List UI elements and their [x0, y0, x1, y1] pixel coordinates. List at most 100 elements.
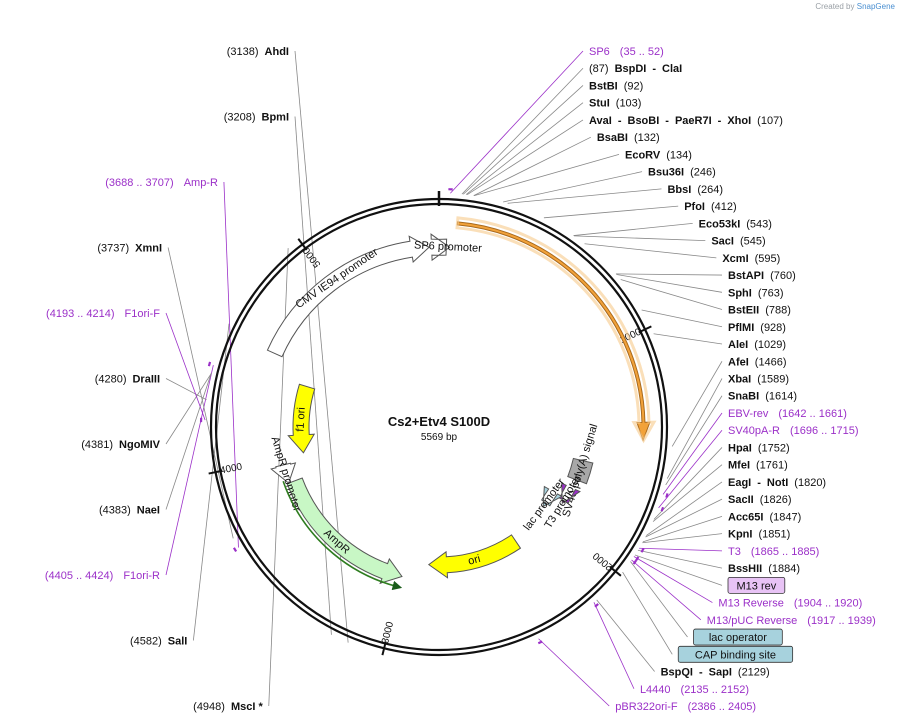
- primer-site-t3: [640, 547, 645, 553]
- enzyme-label-stui: StuI(103): [589, 98, 641, 110]
- enzyme-position: (92): [624, 80, 644, 92]
- primer-name: SP6: [589, 46, 610, 58]
- enzyme-position: (788): [765, 305, 791, 317]
- leader-primer-33-right: [631, 559, 702, 621]
- leader-enzyme-2-right: [462, 85, 584, 195]
- enzyme-name: BspDI: [615, 63, 647, 75]
- enzyme-name: BstEII: [728, 305, 759, 317]
- enzyme-label-saci: SacI(545): [711, 236, 765, 248]
- ruler-tick-5000: [297, 238, 308, 251]
- enzyme-name: MscI *: [231, 701, 264, 713]
- enzyme-separator: -: [718, 115, 722, 127]
- primer-range: (2386 .. 2405): [688, 701, 757, 713]
- leader-enzyme-10-right: [573, 222, 693, 236]
- ruler-label-4000: 4000: [219, 461, 243, 476]
- enzyme-label-alei: AleI(1029): [728, 339, 786, 351]
- enzyme-label-sali: (4582) SalI: [130, 636, 187, 648]
- primer-name: F1ori-F: [125, 308, 161, 320]
- feature-box-label-m13-rev: M13 rev: [737, 580, 777, 592]
- leader-enzyme-30-right: [637, 549, 723, 569]
- enzyme-position: (3737): [97, 243, 129, 255]
- leader-primer-32-right: [633, 556, 713, 603]
- ruler-tick-2000: [609, 566, 622, 577]
- leader-enzyme-3-right: [465, 102, 584, 195]
- enzyme-position: (4948): [193, 701, 225, 713]
- enzyme-name: SacII: [728, 494, 754, 506]
- leader-primer-6-left: [165, 312, 206, 421]
- leader-enzyme-14-right: [616, 274, 723, 293]
- enzyme-position: (1589): [757, 374, 789, 386]
- enzyme-label-acc65i: Acc65I(1847): [728, 511, 801, 523]
- primer-site-pbr322ori-f: [537, 640, 543, 645]
- plasmid-length: 5569 bp: [421, 432, 458, 443]
- enzyme-label-bspqi-sapi: BspQI-SapI(2129): [661, 667, 770, 679]
- ruler-label-2000: 2000: [591, 550, 616, 573]
- enzyme-name: StuI: [589, 98, 610, 110]
- enzyme-name: XbaI: [728, 374, 751, 386]
- enzyme-name: BssHII: [728, 563, 762, 575]
- enzyme-name: SalI: [168, 636, 188, 648]
- enzyme-label-naei: (4383)NaeI: [99, 505, 160, 517]
- enzyme-position: (1884): [768, 563, 800, 575]
- enzyme-label-ecorv: EcoRV(134): [625, 149, 692, 161]
- enzyme-position: (1851): [758, 529, 790, 541]
- enzyme-label-draiii: (4280)DraIII: [95, 374, 160, 386]
- enzyme-label-afei: AfeI(1466): [728, 356, 787, 368]
- enzyme-position: (595): [755, 253, 781, 265]
- primer-site-sv40pa-r: [660, 506, 665, 512]
- snapgene-credit: Created by SnapGene: [815, 2, 895, 11]
- primer-name: EBV-rev: [728, 408, 769, 420]
- leader-primer-37-right: [593, 602, 635, 689]
- enzyme-position: (132): [634, 132, 660, 144]
- enzyme-position: (264): [697, 184, 723, 196]
- enzyme-name: NgoMIV: [119, 439, 161, 451]
- enzyme-label-xbai: XbaI (1589): [728, 374, 789, 386]
- leader-primer-21-right: [662, 412, 723, 495]
- enzyme-name: ClaI: [662, 63, 682, 75]
- enzyme-position: (3208): [224, 112, 256, 124]
- enzyme-position: (1614): [765, 391, 797, 403]
- enzyme-name: AhdI: [265, 46, 289, 58]
- leader-enzyme-4-left: [165, 373, 212, 445]
- enzyme-name: NaeI: [137, 505, 160, 517]
- enzyme-separator: -: [665, 115, 669, 127]
- enzyme-name: XhoI: [727, 115, 751, 127]
- feature-box-label-cap-binding-site: CAP binding site: [695, 649, 776, 661]
- leader-enzyme-3-left: [165, 372, 212, 510]
- enzyme-position: (1761): [756, 460, 788, 472]
- enzyme-position: (4381): [81, 439, 113, 451]
- primer-range: (1696 .. 1715): [790, 425, 859, 437]
- enzyme-name: EcoRV: [625, 149, 661, 161]
- primer-name: F1ori-R: [123, 570, 160, 582]
- primer-name: M13/pUC Reverse: [707, 615, 797, 627]
- leader-enzyme-1-left: [192, 323, 230, 641]
- leader-enzyme-27-right: [642, 516, 723, 543]
- leader-enzyme-16-right: [641, 309, 723, 328]
- enzyme-position: (1466): [755, 356, 787, 368]
- enzyme-label-ngomiv: (4381) NgoMIV: [81, 439, 160, 451]
- feature-box-lac-operator: [693, 628, 783, 646]
- leader-enzyme-4-right: [466, 119, 584, 196]
- primer-site-amp-r: [232, 547, 238, 553]
- leader-enzyme-36-right: [596, 599, 655, 672]
- enzyme-label-bstapi: BstAPI(760): [728, 270, 796, 282]
- feature-box-cap-binding-site: [677, 645, 794, 663]
- enzyme-position: (3138): [227, 46, 259, 58]
- feature-ori-label: ori: [467, 553, 482, 568]
- enzyme-label-bsshii: BssHII (1884): [728, 563, 800, 575]
- leader-enzyme-5-right: [473, 136, 591, 196]
- primer-range: (1642 .. 1661): [778, 408, 847, 420]
- enzyme-label-bsabi: BsaBI(132): [597, 132, 660, 144]
- enzyme-separator: -: [699, 667, 703, 679]
- enzyme-name: BsoBI: [628, 115, 660, 127]
- feature-box-m13-rev: [727, 576, 786, 594]
- primer-site-f1ori-r: [207, 361, 212, 367]
- enzyme-separator: -: [652, 63, 656, 75]
- enzyme-name: BspQI: [661, 667, 693, 679]
- ruler-label-3000: 3000: [380, 620, 396, 645]
- enzyme-position: (246): [690, 167, 716, 179]
- primer-label-f1ori-r: (4405 .. 4424)F1ori-R: [45, 570, 160, 582]
- enzyme-position: (4582): [130, 636, 162, 648]
- feature-lac-promoter: [541, 485, 563, 508]
